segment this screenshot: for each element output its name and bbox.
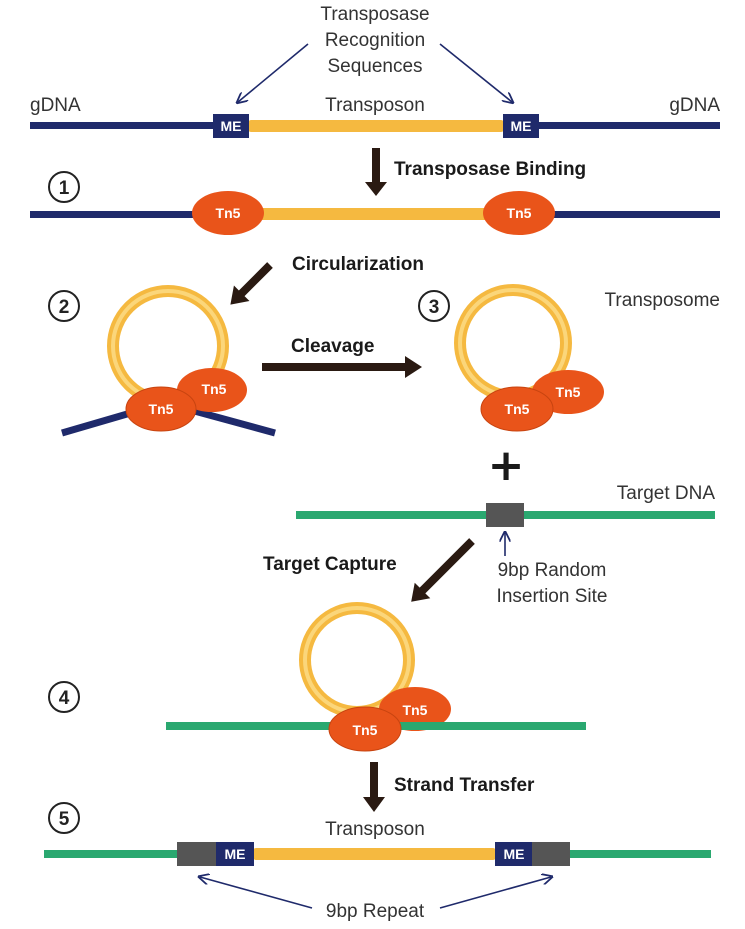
gdna-label-left: gDNA — [30, 95, 81, 116]
step3-number: 3 — [429, 297, 440, 318]
step2-number: 2 — [59, 297, 70, 318]
tn5-label-back-step4: Tn5 — [403, 702, 428, 718]
me-label-left: ME — [221, 118, 242, 134]
target-dna-left-step5 — [44, 850, 179, 858]
arrow-target-capture — [411, 538, 475, 602]
tn5-label-right-row1: Tn5 — [507, 205, 532, 221]
arrow-transposase-binding — [365, 148, 387, 196]
me-box-left-step5 — [216, 842, 254, 866]
plus-sign: + — [488, 440, 525, 491]
step5-number: 5 — [59, 809, 70, 830]
repeat-pointer-left — [200, 877, 313, 909]
tn5-label-front-step4: Tn5 — [353, 722, 378, 738]
transposon-bar-row1 — [250, 208, 500, 220]
transposon-bar-step5 — [253, 848, 496, 860]
transposome-label: Transposome — [605, 290, 720, 311]
me-box-right-step5 — [495, 842, 533, 866]
gdna-label-right: gDNA — [669, 95, 720, 116]
tn5-label-back-step3: Tn5 — [556, 384, 581, 400]
gdna-strand-right — [538, 122, 720, 129]
tn5-label-left-row1: Tn5 — [216, 205, 241, 221]
recognition-label-line2: Recognition — [325, 30, 425, 51]
me-label-right: ME — [511, 118, 532, 134]
step3-number-circle — [418, 290, 450, 322]
gdna-strand-left — [30, 122, 215, 129]
step2-label: Circularization — [292, 254, 424, 275]
tn5-label-front-step3: Tn5 — [505, 401, 530, 417]
arrow-cleavage — [262, 356, 422, 378]
step5-number-circle — [48, 802, 80, 834]
tn5-front-step2 — [125, 386, 197, 432]
tn5-back-step2 — [177, 368, 247, 412]
recognition-pointer-left — [238, 43, 309, 102]
insertion-label-line2: Insertion Site — [497, 586, 608, 607]
insertion-label-line1: 9bp Random — [498, 560, 607, 581]
step2-number-circle — [48, 290, 80, 322]
repeat-pointer-right — [439, 877, 551, 909]
step4-number-circle — [48, 681, 80, 713]
tn5-front-step3 — [480, 386, 554, 432]
recognition-pointer-right — [439, 43, 512, 102]
step4-number: 4 — [59, 688, 70, 709]
target-dna-label: Target DNA — [617, 483, 716, 504]
tn5-right-row1 — [483, 191, 555, 235]
recognition-label-line1: Transposase — [320, 4, 429, 25]
step1-number-circle — [48, 171, 80, 203]
target-dna-right-step5 — [568, 850, 711, 858]
tn5-label-front-step2: Tn5 — [149, 401, 174, 417]
me-label-left-step5: ME — [225, 846, 246, 862]
repeat-label: 9bp Repeat — [326, 901, 425, 922]
tn5-label-back-step2: Tn5 — [202, 381, 227, 397]
transposon-bar — [248, 120, 504, 132]
insertion-site-box — [486, 503, 524, 527]
step4-label: Target Capture — [263, 554, 397, 575]
step1-label: Transposase Binding — [394, 159, 586, 180]
step3-label: Cleavage — [291, 336, 374, 357]
transposon-label-bottom: Transposon — [325, 819, 425, 840]
recognition-label-line3: Sequences — [327, 56, 422, 77]
me-box-right — [503, 114, 539, 138]
arrow-strand-transfer — [363, 762, 385, 812]
step1-number: 1 — [59, 178, 70, 199]
arrow-circularization — [230, 262, 273, 305]
tn5-left-row1 — [192, 191, 264, 235]
me-label-right-step5: ME — [504, 846, 525, 862]
me-box-left — [213, 114, 249, 138]
step5-label: Strand Transfer — [394, 775, 535, 796]
repeat-box-left — [177, 842, 217, 866]
repeat-box-right — [532, 842, 570, 866]
tn5-front-step4 — [328, 706, 402, 752]
transposon-label-top: Transposon — [325, 95, 425, 116]
